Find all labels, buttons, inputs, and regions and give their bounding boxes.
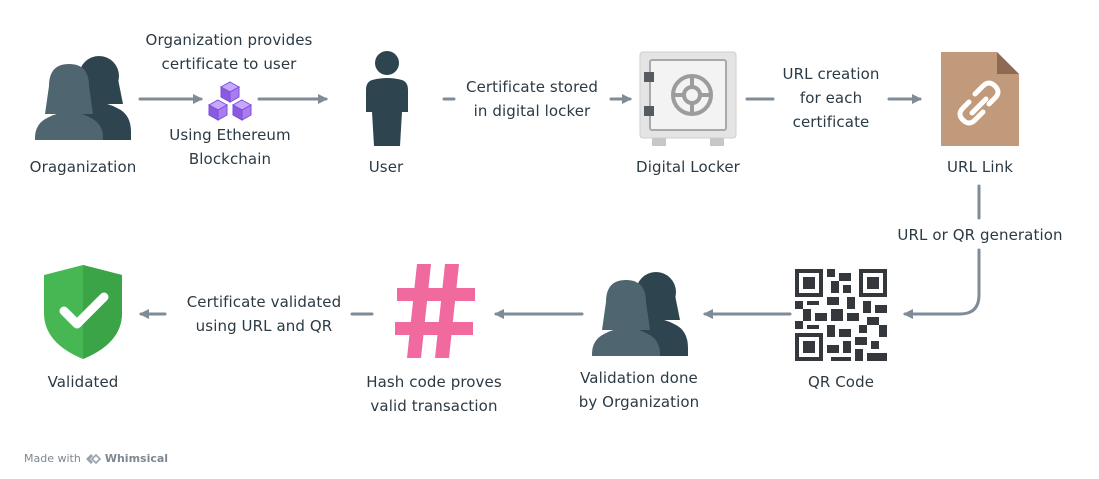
link-file-icon: [941, 52, 1019, 146]
edge-label-hash-to-validated: Certificate validated using URL and QR: [164, 290, 364, 338]
edge-label-user-to-locker: Certificate stored in digital locker: [454, 75, 610, 123]
edge-label-blockchain-line2: Blockchain: [188, 150, 272, 168]
edge-label-locker-to-url-line2: for each: [799, 89, 863, 107]
edge-label-hash-to-validated-line1: Certificate validated: [186, 293, 342, 311]
whimsical-brand: Whimsical: [104, 452, 169, 465]
edge-label-org-to-user-line2: certificate to user: [161, 55, 297, 73]
blockchain-cube-icon: [207, 81, 253, 121]
shield-check-icon: [44, 265, 122, 359]
node-label-locker: Digital Locker: [636, 158, 740, 176]
user-icon: [366, 51, 408, 146]
edge-label-blockchain-line1: Using Ethereum: [169, 126, 291, 144]
node-label-hash: Hash code proves valid transaction: [354, 370, 514, 418]
edge-label-hash-to-validated-line2: using URL and QR: [195, 317, 333, 335]
edge-label-org-to-user: Organization provides certificate to use…: [130, 28, 328, 76]
edge-label-user-to-locker-line2: in digital locker: [473, 102, 591, 120]
people-icon: [592, 272, 688, 356]
edge-label-locker-to-url-line1: URL creation: [782, 65, 880, 83]
node-label-validation: Validation done by Organization: [566, 366, 712, 414]
node-label-hash-line1: Hash code proves: [366, 373, 502, 391]
node-label-url-link: URL Link: [946, 158, 1014, 176]
made-with-label: Made with: [24, 452, 81, 465]
node-label-qr-code: QR Code: [807, 373, 875, 391]
node-label-validation-line1: Validation done: [580, 369, 698, 387]
edge-label-org-to-user-line1: Organization provides: [145, 31, 313, 49]
node-label-organization: Oraganization: [29, 158, 137, 176]
safe-icon: [639, 51, 737, 146]
arrow-url-to-qr-b: [903, 248, 981, 319]
hash-icon: [395, 264, 475, 358]
made-with-whimsical-footer: Made with Whimsical: [24, 452, 168, 465]
edge-label-locker-to-url: URL creation for each certificate: [771, 62, 891, 134]
edge-label-locker-to-url-line3: certificate: [792, 113, 870, 131]
whimsical-logo-icon: [85, 453, 101, 464]
node-label-validation-line2: by Organization: [578, 393, 700, 411]
edge-label-url-to-qr: URL or QR generation: [897, 226, 1063, 244]
node-label-validated: Validated: [47, 373, 119, 391]
node-label-user: User: [368, 158, 404, 176]
edge-label-user-to-locker-line1: Certificate stored: [466, 78, 598, 96]
qr-code-icon: [795, 269, 887, 361]
people-icon: [35, 56, 131, 140]
edge-label-blockchain: Using Ethereum Blockchain: [160, 123, 300, 171]
node-label-hash-line2: valid transaction: [370, 397, 498, 415]
